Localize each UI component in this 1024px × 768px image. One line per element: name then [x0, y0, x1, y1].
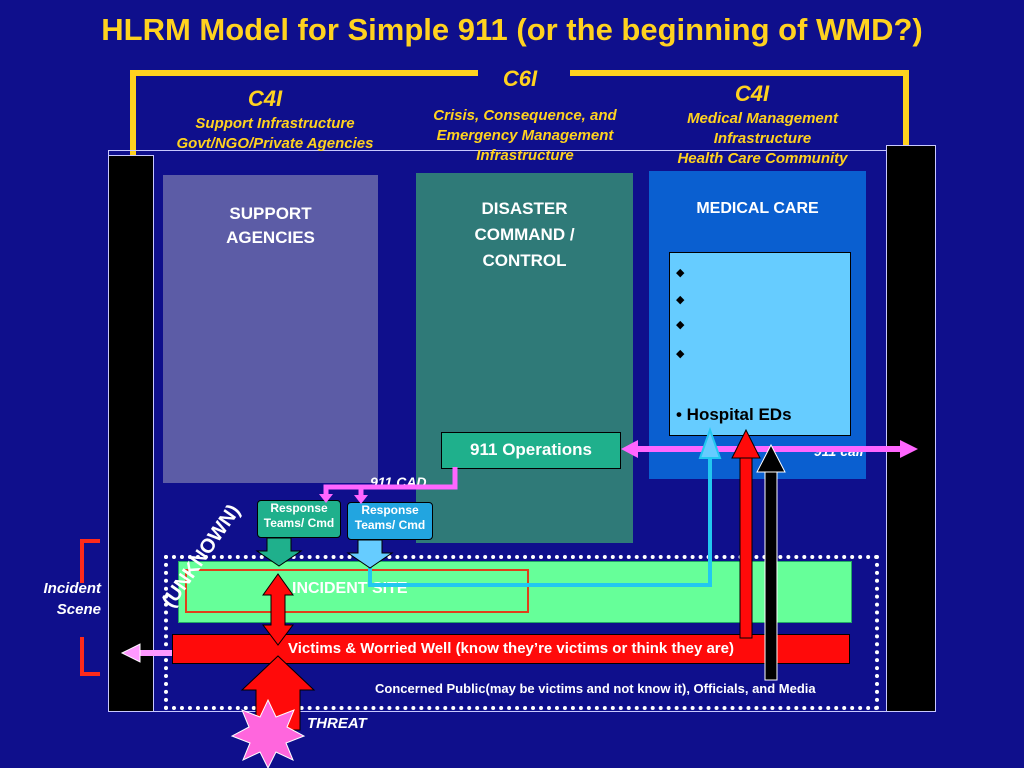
- left-pillar: [108, 155, 154, 712]
- page-title: HLRM Model for Simple 911 (or the beginn…: [101, 12, 923, 47]
- cyan-hospital-line: [368, 427, 722, 587]
- concerned-public-label: Concerned Public(may be victims and not …: [375, 681, 816, 696]
- scene-left-arrow: [120, 643, 172, 663]
- incident-site-box: [185, 569, 529, 613]
- threat-up-arrow: [240, 655, 316, 731]
- right-pillar: [886, 145, 936, 712]
- medical-care-label: MEDICAL CARE: [696, 200, 819, 217]
- 911-call-arrow: [621, 440, 918, 458]
- threat-label: THREAT: [307, 715, 367, 732]
- 911-cad-connector: [323, 467, 458, 497]
- response-down-arrow-2: [346, 539, 394, 569]
- list-bullet: ◆: [676, 267, 685, 279]
- hospital-eds-item: • Hospital EDs: [676, 405, 792, 424]
- list-bullet: ◆: [676, 294, 685, 306]
- cad-arrowhead-2: [354, 495, 368, 504]
- c6i-heading: C6I: [502, 66, 538, 91]
- list-bullet: ◆: [676, 319, 685, 331]
- cad-arrowhead-1: [319, 494, 333, 503]
- response-down-arrow-1: [255, 537, 303, 567]
- threat-burst: [230, 698, 306, 768]
- c4i-right-heading: C4I: [734, 81, 770, 106]
- list-bullet: ◆: [676, 348, 685, 360]
- victims-bar: Victims & Worried Well (know they’re vic…: [172, 634, 850, 664]
- concerned-to-medical-arrow: [756, 443, 786, 681]
- victims-to-medical-arrow: [731, 428, 761, 639]
- incident-scene-region: [164, 555, 879, 710]
- medical-list-box: [669, 252, 851, 436]
- 911-operations-box: 911 Operations: [441, 432, 621, 469]
- c4i-left-heading: C4I: [247, 86, 283, 111]
- incident-victims-arrow: [262, 573, 294, 646]
- incident-scene-bracket: [80, 539, 100, 676]
